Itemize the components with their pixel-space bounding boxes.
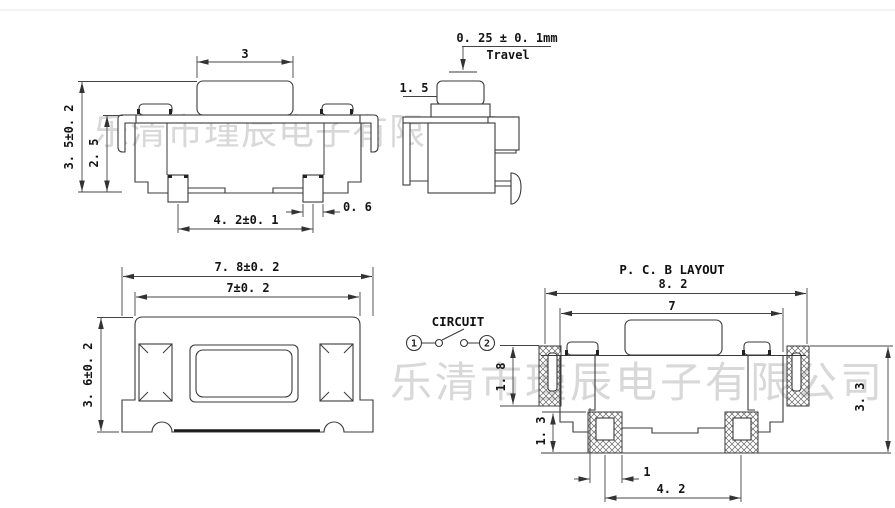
circuit-pin1: 1 (411, 339, 417, 350)
side-body (427, 122, 496, 194)
front-body-right-wall (323, 123, 362, 194)
pcb-bottom-left-pad-hole (595, 417, 615, 441)
dim-top-height: 3. 6±0. 2 (81, 342, 95, 407)
top-right-contact-window (319, 343, 354, 402)
top-button-inner (195, 349, 293, 398)
watermark-bottom: 乐清市瑾辰电子有限公司 (390, 358, 885, 407)
pcb-button-cap (624, 319, 723, 356)
side-view: 0. 25 ± 0. 1mm Travel 1. 5 (400, 31, 558, 205)
circuit-pin2-circle (478, 334, 496, 352)
dim-pcb-bottom-pad-height: 1. 3 (534, 417, 548, 446)
dim-top-overall-width: 7. 8±0. 2 (214, 260, 279, 274)
dim-pcb-overall-width: 8. 2 (659, 277, 688, 291)
circuit-pin2: 2 (484, 339, 490, 350)
dim-front-height: 3. 5±0. 2 (62, 104, 76, 169)
top-body-outline (121, 316, 374, 433)
pcb-left-tab (566, 341, 599, 356)
dim-front-body-height: 2. 5 (87, 139, 101, 168)
side-bent-lead (510, 172, 522, 205)
top-left-contact-window (138, 343, 173, 402)
side-left-strip (402, 122, 411, 186)
dim-travel: 0. 25 ± 0. 1mm (456, 31, 557, 45)
pcb-right-tab (743, 341, 771, 356)
pcb-bottom-right-pad-hole (732, 417, 752, 441)
front-button-cap (196, 80, 294, 116)
dim-side-cap-width: 1. 5 (400, 81, 429, 95)
travel-label: Travel (486, 48, 529, 62)
dim-pcb-pad-span: 4. 2 (657, 482, 686, 496)
front-view: 3 3. 5±0. 2 2. 5 4. 2±0. 1 0. 6 (62, 47, 379, 233)
front-top-plate (124, 114, 372, 124)
dim-front-cap-width: 3 (241, 47, 248, 61)
pcb-body-right-profile (758, 355, 784, 433)
front-right-tab (321, 103, 354, 116)
dim-pcb-overall-height: 3. 3 (853, 383, 867, 412)
front-body-left-wall (134, 123, 168, 194)
pcb-left-pad-slot (547, 352, 558, 392)
top-view: 7. 8±0. 2 7±0. 2 3. 6±0. 2 (81, 260, 374, 433)
dim-pcb-side-pad-height: 1. 8 (494, 363, 508, 392)
front-right-bracket (359, 114, 379, 153)
pcb-title: P. C. B LAYOUT (619, 262, 724, 277)
pcb-body-left-profile (559, 355, 588, 433)
circuit-contact-right (459, 338, 469, 348)
pcb-right-pad-slot (791, 352, 802, 392)
dim-top-body-width: 7±0. 2 (226, 281, 269, 295)
circuit-contact-left (434, 338, 444, 348)
circuit-symbol: CIRCUIT 1 2 (405, 314, 496, 352)
side-cap-collar (430, 103, 491, 118)
dim-pcb-pad-width: 1 (643, 465, 650, 479)
circuit-switch-lever (441, 328, 465, 341)
dim-front-lead-span: 4. 2±0. 1 (213, 213, 278, 227)
circuit-label: CIRCUIT (432, 314, 485, 329)
front-right-foot (302, 174, 324, 203)
pcb-layout-view: P. C. B LAYOUT 8. 2 7 1. 8 1. 3 (494, 262, 893, 502)
front-left-foot (167, 174, 189, 203)
dim-front-lead-width: 0. 6 (343, 200, 372, 214)
front-left-tab (138, 103, 173, 116)
top-button-outer (189, 344, 299, 403)
side-button-cap (436, 80, 485, 106)
dim-pcb-body-width: 7 (668, 299, 675, 313)
